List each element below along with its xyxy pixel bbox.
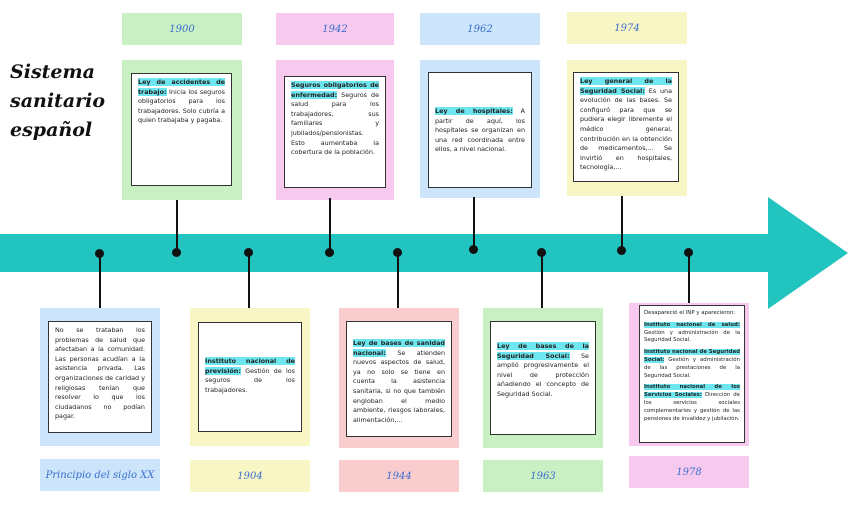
event-text-box: No se trataban los problemas de salud qu… (48, 321, 152, 433)
event-text-box: Ley de bases de sanidad nacional: Se ati… (346, 321, 452, 437)
event-card-1900: Ley de accidentes de trabajo: Inicia los… (122, 60, 242, 200)
timeline-dot-1900 (172, 248, 181, 257)
event-text-box: Ley de hospitales: A partir de aquí, los… (428, 72, 532, 188)
event-card-1962: Ley de hospitales: A partir de aquí, los… (420, 60, 540, 198)
connector-siglo-xx (99, 256, 101, 310)
event-subitem: Instituto nacional de Seguridad Social: … (644, 349, 740, 380)
event-card-1978: Desapareció el INP y aparecieron: Instit… (629, 303, 749, 446)
connector-1944 (397, 255, 399, 310)
event-description: Gestión de los seguros de los trabajador… (205, 366, 295, 394)
timeline-dot-siglo-xx (95, 249, 104, 258)
diagram-title: Sistema sanitario español (10, 61, 106, 141)
event-description: Gestión y administración de la Seguridad… (644, 329, 740, 344)
event-description: Seguros de salud para los trabajadores, … (291, 90, 379, 157)
event-card-1942: Seguros obligatorios de enfermedad: Segu… (276, 60, 394, 200)
event-text-box: Instituto nacional de previsión: Gestión… (198, 322, 302, 432)
timeline-dot-1944 (393, 248, 402, 257)
event-subitem: Instituto nacional de salud: Gestión y a… (644, 321, 740, 345)
timeline-dot-1978 (684, 248, 693, 257)
connector-1904 (248, 255, 250, 310)
year-label-1942: 1942 (276, 13, 394, 45)
event-description: Se amplió progresivamente el nivel de pr… (497, 351, 589, 398)
event-description: Gestión y administración de las prestaci… (644, 356, 740, 379)
event-card-1944: Ley de bases de sanidad nacional: Se ati… (339, 308, 459, 448)
year-label-1944: 1944 (339, 460, 459, 492)
timeline-dot-1942 (325, 248, 334, 257)
event-highlight: Instituto nacional de salud: (644, 321, 740, 328)
event-description: Inicia los seguros obligatorios para los… (138, 87, 225, 125)
timeline-dot-1963 (537, 248, 546, 257)
event-description: Dirección de los servicios sociales comp… (644, 392, 740, 422)
connector-1974 (621, 196, 623, 250)
event-description: No se trataban los problemas de salud qu… (55, 326, 145, 421)
year-label-1963: 1963 (483, 460, 603, 492)
year-label-siglo-xx: Principio del siglo XX (40, 459, 160, 491)
year-label-1900: 1900 (122, 13, 242, 45)
year-label-1904: 1904 (190, 460, 310, 492)
event-intro: Desapareció el INP y aparecieron: (644, 310, 736, 316)
timeline-dot-1974 (617, 246, 626, 255)
event-subitem: Instituto nacional de los Servicios Soci… (644, 384, 740, 423)
event-description: Se atienden nuevos aspectos de salud, ya… (353, 348, 445, 424)
event-card-1904: Instituto nacional de previsión: Gestión… (190, 308, 310, 446)
event-text-box: Desapareció el INP y aparecieron: Instit… (639, 305, 745, 443)
event-card-1974: Ley general de la Seguridad Social: Es u… (567, 60, 687, 196)
timeline-dot-1904 (244, 248, 253, 257)
connector-1942 (329, 198, 331, 252)
event-card-siglo-xx: No se trataban los problemas de salud qu… (40, 308, 160, 446)
event-description: Es una evolución de las bases. Se config… (580, 86, 672, 172)
event-description: A partir de aquí, los hospitales se orga… (435, 107, 525, 154)
event-text-box: Ley de bases de la Seguridad Social: Se … (490, 321, 596, 435)
event-text-box: Ley de accidentes de trabajo: Inicia los… (131, 73, 232, 186)
timeline-arrow-head (768, 197, 848, 309)
year-label-1962: 1962 (420, 13, 540, 45)
year-label-1974: 1974 (567, 12, 687, 44)
connector-1900 (176, 200, 178, 252)
timeline-arrow-body (0, 234, 772, 272)
connector-1963 (541, 255, 543, 310)
event-highlight: Ley de hospitales: (435, 107, 513, 115)
timeline-dot-1962 (469, 245, 478, 254)
event-card-1963: Ley de bases de la Seguridad Social: Se … (483, 308, 603, 448)
connector-1978 (688, 255, 690, 305)
connector-1962 (473, 197, 475, 249)
event-text-box: Ley general de la Seguridad Social: Es u… (573, 72, 679, 182)
event-text-box: Seguros obligatorios de enfermedad: Segu… (284, 76, 386, 188)
year-label-1978: 1978 (629, 456, 749, 488)
